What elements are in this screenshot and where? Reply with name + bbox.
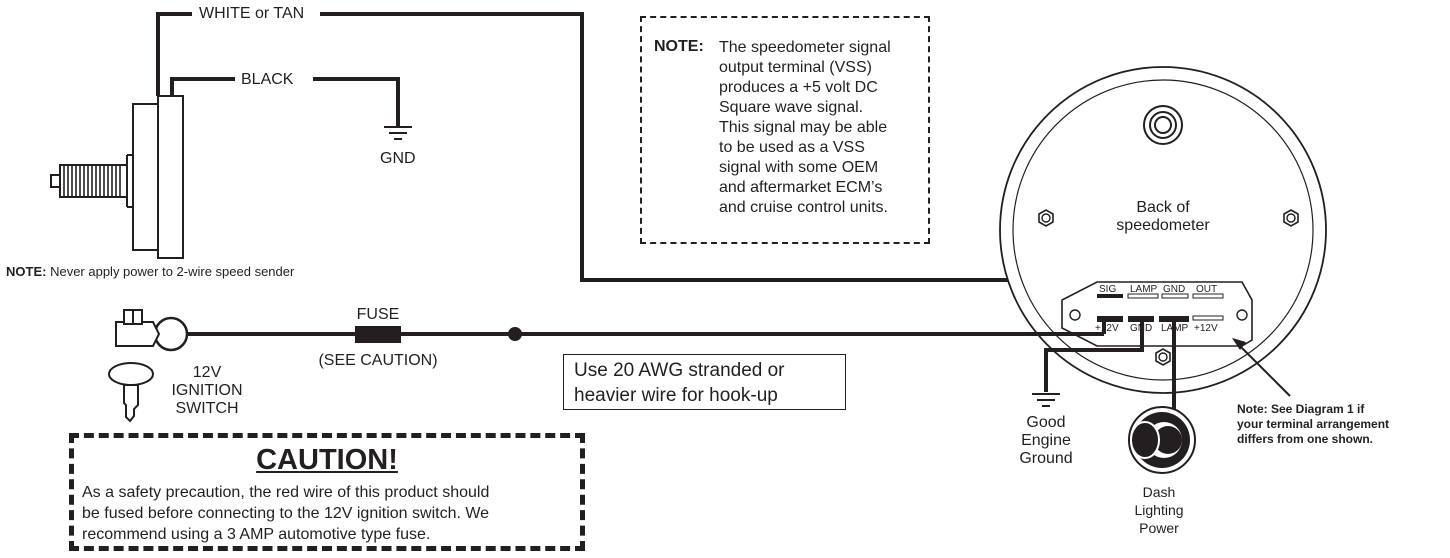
- vss-note-line: Square wave signal.: [719, 99, 864, 116]
- fuse: [355, 326, 401, 343]
- dash-lighting-line: Lighting: [1134, 502, 1184, 518]
- terminal-12v-left: +12V: [1095, 323, 1119, 334]
- sender-thread: [63, 165, 121, 197]
- black-wire-label: BLACK: [241, 71, 294, 88]
- diagram-note-line: Note: See Diagram 1 if: [1237, 402, 1365, 416]
- engine-ground-line: Good: [1026, 414, 1066, 431]
- diagram-note-line: differs from one shown.: [1237, 432, 1374, 446]
- engine-ground-label: Good Engine Ground: [1006, 414, 1086, 468]
- vss-note-prefix: NOTE:: [654, 38, 704, 55]
- dash-lighting-line: Power: [1139, 520, 1179, 536]
- terminal-gnd-bottom: GND: [1130, 323, 1153, 334]
- terminal-out: OUT: [1196, 284, 1218, 295]
- ignition-label-line: 12V: [192, 364, 222, 381]
- vss-note-line: produces a +5 volt DC: [719, 79, 878, 96]
- vss-note-line: to be used as a VSS: [719, 139, 865, 156]
- white-wire-label: WHITE or TAN: [199, 5, 305, 22]
- gnd-label: GND: [380, 150, 416, 167]
- dash-light-connector: [1128, 406, 1196, 474]
- caution-box: CAUTION! As a safety precaution, the red…: [69, 433, 585, 551]
- white-wire: [156, 12, 192, 96]
- terminal-lamp-bottom: LAMP: [1161, 323, 1189, 334]
- vss-note-line: signal with some OEM: [719, 159, 879, 176]
- ignition-key: [108, 309, 161, 423]
- vss-note-line: and cruise control units.: [719, 199, 888, 216]
- caution-line: be fused before connecting to the 12V ig…: [82, 505, 490, 522]
- wire-gauge-line: Use 20 AWG stranded or: [574, 360, 785, 381]
- diagram-note: Note: See Diagram 1 if your terminal arr…: [1237, 402, 1389, 447]
- vss-note-text: The speedometer signal output terminal (…: [719, 38, 934, 218]
- vss-note-line: and aftermarket ECM’s: [719, 179, 883, 196]
- vss-note-line: output terminal (VSS): [719, 59, 872, 76]
- terminal-lamp-top: LAMP: [1130, 284, 1158, 295]
- ignition-label-line: IGNITION: [171, 382, 243, 399]
- dash-lighting-label: Dash Lighting Power: [1124, 483, 1194, 537]
- engine-ground-line: Engine: [1021, 432, 1071, 449]
- speedometer-label-line: speedometer: [1116, 217, 1210, 234]
- engine-ground-wire: [1044, 322, 1144, 392]
- sender-note: NOTE: Never apply power to 2-wire speed …: [6, 263, 294, 281]
- speedometer-label: Back of speedometer: [1113, 199, 1213, 235]
- vss-note-box: [640, 16, 930, 244]
- ignition-label: 12V IGNITION SWITCH: [152, 364, 262, 418]
- fuse-caution-ref: (SEE CAUTION): [318, 352, 438, 369]
- sender-note-text: Never apply power to 2-wire speed sender: [50, 264, 295, 279]
- vss-note-line: This signal may be able: [719, 119, 888, 136]
- wire-gauge-box: Use 20 AWG stranded or heavier wire for …: [563, 354, 846, 410]
- splice-dot: [508, 327, 522, 341]
- ignition-label-line: SWITCH: [175, 400, 239, 417]
- speed-sender: [50, 95, 184, 259]
- diagram-note-line: your terminal arrangement: [1237, 417, 1390, 431]
- note-arrow-line: [1239, 345, 1291, 397]
- speedometer-label-line: Back of: [1136, 199, 1190, 216]
- terminal-12v-right: +12V: [1194, 323, 1218, 334]
- ground-symbol: [384, 126, 412, 140]
- wire-gauge-line: heavier wire for hook-up: [574, 385, 778, 406]
- caution-title: CAUTION!: [256, 444, 398, 476]
- black-wire-run: [313, 77, 400, 126]
- dash-lighting-line: Dash: [1142, 484, 1176, 500]
- fuse-label: FUSE: [356, 306, 400, 323]
- engine-ground-line: Ground: [1019, 450, 1073, 467]
- terminal-gnd-top: GND: [1163, 284, 1186, 295]
- caution-text: As a safety precaution, the red wire of …: [82, 482, 489, 545]
- terminal-bars: [1097, 293, 1224, 322]
- caution-line: As a safety precaution, the red wire of …: [82, 484, 490, 501]
- sender-note-prefix: NOTE:: [6, 264, 47, 279]
- caution-line: recommend using a 3 AMP automotive type …: [82, 526, 431, 543]
- terminal-sig: SIG: [1099, 284, 1117, 295]
- black-wire: [170, 77, 235, 96]
- note-arrow-head: [1232, 338, 1246, 350]
- engine-ground-symbol: [1032, 393, 1060, 407]
- vss-note-line: The speedometer signal: [719, 39, 891, 56]
